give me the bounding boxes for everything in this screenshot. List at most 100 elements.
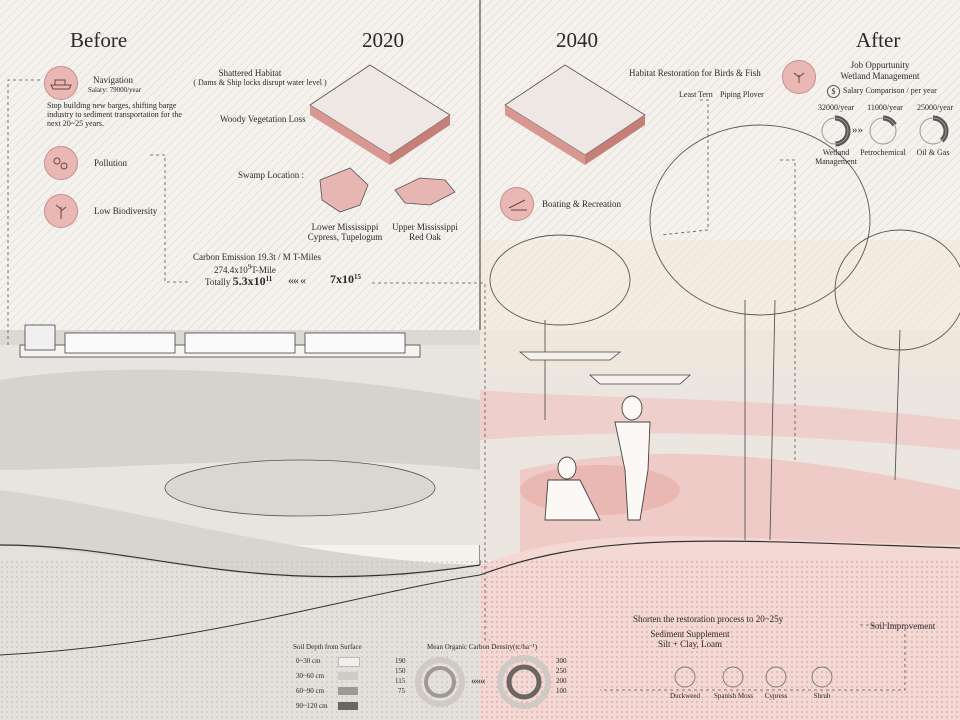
biodiversity-icon	[44, 194, 78, 228]
shattered-habitat-subtitle: ( Dams & Ship locks disrupt water level …	[193, 78, 327, 87]
carbon-tmiles-exp: 9	[247, 263, 252, 271]
people-figures	[544, 395, 651, 521]
right-pink-band-1	[480, 390, 960, 450]
sediment-supplement-label: Sediment Supplement	[650, 629, 730, 639]
carbon-total-base: 5.3x10	[232, 274, 266, 288]
plant-duckweed: Duckweed	[670, 692, 700, 700]
cd-right-0: 300	[556, 657, 567, 665]
shattered-habitat-title: Shattered Habitat	[218, 68, 282, 78]
carbon-arrows: «« «	[288, 273, 306, 287]
boating-icon	[500, 187, 534, 221]
right-pink-island	[520, 465, 680, 515]
soil-swatch-2	[338, 687, 358, 695]
year-2040-heading: 2040	[556, 28, 598, 52]
navigation-title: Navigation	[93, 75, 133, 85]
dollar-icon: $	[827, 85, 840, 98]
soil-legend-title: Soil Depth from Surface	[293, 643, 362, 651]
soil-swatch-1	[338, 672, 358, 680]
salary-petro-label: Petrochemical	[860, 148, 906, 157]
right-soil-dots	[480, 560, 960, 720]
soil-legend-item-3: 90~120 cm	[296, 702, 328, 710]
pollution-icon	[44, 146, 78, 180]
boating-label: Boating & Recreation	[542, 199, 621, 209]
soil-swatch-3	[338, 702, 358, 710]
salary-arrows: »»	[852, 124, 863, 136]
salary-wetland-value: 32000/year	[818, 103, 854, 112]
plant-spanish-moss: Spanish Moss	[713, 692, 754, 700]
piping-plover-label: Piping Plover	[720, 90, 764, 99]
biodiversity-label: Low Biodiversity	[94, 206, 158, 216]
habitat-block-right	[504, 64, 646, 165]
salary-oilgas-label: Oil & Gas	[916, 148, 950, 157]
canoes	[518, 351, 692, 385]
lower-mississippi-species: Cypress, Tupelogum	[307, 232, 383, 242]
right-soil-line	[479, 540, 960, 576]
least-tern-label: Least Tern	[679, 90, 713, 99]
soil-swatch-0	[338, 657, 360, 667]
cd-left-1: 150	[395, 667, 406, 675]
navigation-note: Stop building new barges, shifting barge…	[47, 101, 182, 129]
year-2020-heading: 2020	[362, 28, 404, 52]
plant-shrub: Shrub	[813, 692, 831, 700]
plant-cypress: Cypress	[764, 692, 788, 700]
soil-improvement-label: Soil Improvement	[870, 621, 936, 631]
plant-icons	[674, 666, 833, 688]
navigation-salary: Salary: 79000/year	[88, 86, 142, 94]
cd-arrows: «««	[471, 675, 485, 687]
after-heading: After	[856, 28, 901, 52]
carbon-density-title: Mean Organic Carbon Density(tc/ha⁻¹)	[427, 643, 538, 651]
connector-lines	[7, 79, 906, 691]
barge-convoy	[19, 324, 421, 358]
carbon-tmiles: 274.4x109T-Mile	[214, 263, 276, 275]
soil-legend-item-0: 0~30 cm	[296, 657, 321, 665]
left-soil-line	[0, 544, 481, 578]
cd-right-1: 250	[556, 667, 567, 675]
salary-wetland-label2: Management	[815, 157, 857, 166]
carbon-future: 7x1015	[330, 272, 361, 287]
cd-left-0: 190	[395, 657, 406, 665]
salary-petro-value: 11000/year	[867, 103, 903, 112]
cd-left-2: 115	[395, 677, 406, 685]
barge-icon	[44, 66, 78, 100]
habitat-block-left	[309, 64, 451, 165]
carbon-total-label: Totally	[205, 277, 231, 287]
soil-curve	[0, 574, 481, 656]
left-marsh	[0, 369, 480, 470]
carbon-future-exp: 15	[354, 273, 361, 281]
left-island	[164, 459, 436, 517]
upper-mississippi-species: Red Oak	[409, 232, 441, 242]
before-heading: Before	[70, 28, 128, 52]
soil-legend-item-2: 60~90 cm	[296, 687, 325, 695]
left-soil-dots	[0, 560, 480, 720]
horizon-glow	[480, 240, 960, 330]
salary-wetland-label1: Wetland	[822, 148, 850, 157]
carbon-total-exp: 11	[265, 275, 273, 283]
upper-mississippi-map	[394, 177, 456, 206]
cypress-trees	[489, 124, 960, 541]
carbon-density-rings	[415, 655, 551, 709]
cd-right-2: 200	[556, 677, 567, 685]
cd-left-3: 75	[398, 687, 405, 695]
woody-loss-label: Woody Vegetation Loss	[220, 114, 306, 124]
carbon-tmiles-unit: T-Mile	[251, 265, 276, 275]
habitat-restoration-title: Habitat Restoration for Birds & Fish	[629, 68, 761, 78]
carbon-emission-rate: Carbon Emission 19.3t / M T-Miles	[193, 252, 322, 262]
lower-mississippi-map	[319, 167, 369, 213]
soil-legend-item-1: 30~60 cm	[296, 672, 325, 680]
pollution-label: Pollution	[94, 158, 128, 168]
salary-comparison-title: Salary Comparison / per year	[843, 86, 937, 95]
lower-mississippi-name: Lower Mississippi	[311, 222, 379, 232]
shorten-restoration-label: Shorten the restoration process to 20~25…	[633, 614, 784, 624]
job-title: Job Oppurtunity	[850, 60, 910, 70]
swamp-location-title: Swamp Location :	[238, 170, 304, 180]
carbon-future-base: 7x10	[330, 272, 354, 286]
silt-clay-label: Silt + Clay, Loam	[658, 639, 722, 649]
job-icons	[819, 115, 949, 147]
salary-oilgas-value: 25000/year	[917, 103, 953, 112]
job-icon	[782, 60, 816, 94]
carbon-total: Totally 5.3x1011	[205, 274, 273, 289]
cd-right-3: 100	[556, 687, 567, 695]
job-subtitle: Wetland Management	[840, 71, 920, 81]
